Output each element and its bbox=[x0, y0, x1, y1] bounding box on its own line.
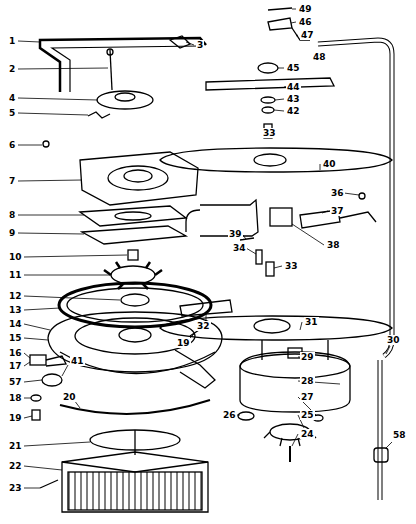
callout-number: 48 bbox=[312, 52, 327, 62]
callout-number: 57 bbox=[8, 377, 23, 387]
callout-number: 44 bbox=[286, 82, 301, 92]
bracket bbox=[175, 350, 215, 388]
callout-number: 6 bbox=[8, 140, 16, 150]
motor bbox=[62, 452, 208, 512]
callout-number: 22 bbox=[8, 461, 23, 471]
screw bbox=[43, 141, 49, 147]
callout-number: 17 bbox=[8, 361, 23, 371]
callout-number: 42 bbox=[286, 106, 301, 116]
callout-number: 4 bbox=[8, 93, 16, 103]
spring bbox=[88, 112, 110, 118]
callout-number: 14 bbox=[8, 319, 23, 329]
cap bbox=[97, 91, 153, 109]
callout-number: 33 bbox=[284, 261, 299, 271]
callout-number: 21 bbox=[8, 441, 23, 451]
callout-number: 32 bbox=[196, 321, 211, 331]
bolt bbox=[110, 50, 112, 90]
nut bbox=[128, 250, 138, 260]
clamp bbox=[60, 400, 210, 414]
callout-number: 10 bbox=[8, 252, 23, 262]
callout-number: 38 bbox=[326, 240, 341, 250]
screw bbox=[268, 8, 292, 10]
callout-number: 37 bbox=[330, 206, 345, 216]
hub bbox=[266, 262, 274, 276]
lower-spray-arm bbox=[160, 316, 392, 340]
screw bbox=[40, 480, 58, 488]
callout-number: 47 bbox=[300, 30, 315, 40]
callout-number: 26 bbox=[222, 410, 237, 420]
callout-number: 45 bbox=[286, 63, 301, 73]
callout-number: 43 bbox=[286, 94, 301, 104]
cap bbox=[374, 448, 388, 462]
callout-number: 31 bbox=[304, 317, 319, 327]
spray-tube bbox=[40, 38, 206, 92]
callout-number: 33 bbox=[262, 128, 277, 138]
nut bbox=[258, 63, 278, 73]
upper-spray-arm bbox=[206, 78, 334, 90]
grommet bbox=[238, 412, 254, 420]
callout-number: 7 bbox=[8, 176, 16, 186]
pin bbox=[256, 250, 262, 264]
callout-number: 18 bbox=[8, 393, 23, 403]
callout-number: 25 bbox=[300, 410, 315, 420]
callout-number: 19 bbox=[8, 413, 23, 423]
manifold bbox=[268, 18, 292, 30]
fitting bbox=[42, 374, 62, 386]
callout-number: 23 bbox=[8, 483, 23, 493]
housing bbox=[80, 152, 198, 205]
callout-number: 49 bbox=[298, 4, 313, 14]
callout-number: 46 bbox=[298, 17, 313, 27]
callout-number: 16 bbox=[8, 348, 23, 358]
motor-housing bbox=[240, 352, 350, 412]
gasket bbox=[82, 226, 186, 244]
callout-number: 2 bbox=[8, 64, 16, 74]
callout-number: 19 bbox=[176, 338, 191, 348]
callout-number: 24 bbox=[300, 429, 315, 439]
callout-number: 8 bbox=[8, 210, 16, 220]
washer bbox=[31, 395, 41, 401]
callout-number: 29 bbox=[300, 352, 315, 362]
callout-number: 34 bbox=[232, 243, 247, 253]
callout-number: 30 bbox=[386, 335, 401, 345]
plate bbox=[80, 206, 186, 226]
callout-number: 1 bbox=[8, 36, 16, 46]
bracket bbox=[270, 208, 292, 226]
callout-number: 13 bbox=[8, 305, 23, 315]
callout-number: 28 bbox=[300, 376, 315, 386]
callout-number: 11 bbox=[8, 270, 23, 280]
callout-number: 27 bbox=[300, 392, 315, 402]
callout-number: 9 bbox=[8, 228, 16, 238]
valve bbox=[30, 355, 46, 365]
callout-number: 58 bbox=[392, 430, 407, 440]
callout-number: 3 bbox=[196, 40, 204, 50]
deflector bbox=[180, 300, 232, 316]
impeller bbox=[111, 266, 155, 284]
middle-spray-arm bbox=[160, 148, 392, 172]
callout-number: 41 bbox=[70, 356, 85, 366]
feed-tube bbox=[318, 40, 392, 356]
clip bbox=[359, 193, 365, 199]
callout-number: 15 bbox=[8, 333, 23, 343]
callout-number: 20 bbox=[62, 392, 77, 402]
callout-number: 39 bbox=[228, 229, 243, 239]
callout-number: 12 bbox=[8, 291, 23, 301]
screw bbox=[32, 410, 40, 420]
washer bbox=[262, 107, 274, 113]
callout-number: 5 bbox=[8, 108, 16, 118]
washer bbox=[261, 97, 275, 103]
callout-number: 40 bbox=[322, 159, 337, 169]
callout-number: 36 bbox=[330, 188, 345, 198]
screw bbox=[289, 446, 291, 462]
